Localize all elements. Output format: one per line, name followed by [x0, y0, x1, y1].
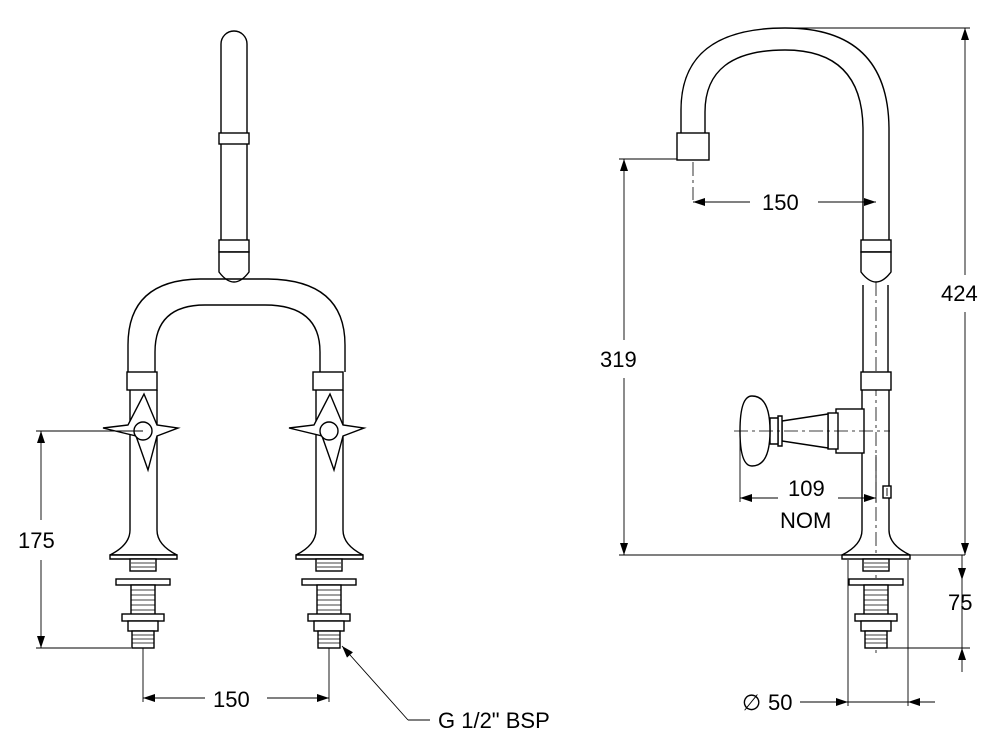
side-shank — [848, 558, 904, 649]
thread-callout: G 1/2" BSP — [341, 645, 550, 733]
side-dim-handle: 109 NOM — [740, 455, 877, 533]
front-left-thread — [131, 562, 155, 644]
side-dim-diameter-value: 50 — [768, 690, 792, 715]
side-valve-handle — [734, 395, 890, 502]
side-dim-diameter-symbol: ∅ — [742, 690, 761, 715]
side-shank-thread — [864, 562, 888, 644]
side-view: 150 319 424 109 NOM — [600, 27, 978, 715]
front-right-thread — [317, 562, 341, 644]
front-left-valve — [109, 371, 178, 560]
front-dim-height-label: 175 — [18, 528, 55, 553]
front-right-cross-handle — [288, 392, 367, 473]
side-dim-diameter: ∅ 50 — [742, 560, 935, 715]
side-dim-reach: 150 — [693, 190, 876, 215]
thread-callout-label: G 1/2" BSP — [438, 708, 550, 733]
front-left-shank — [115, 558, 171, 649]
side-dim-overall-height: 424 — [785, 27, 978, 555]
front-dim-height: 175 — [18, 430, 143, 649]
side-dim-shank-length-label: 75 — [948, 590, 972, 615]
side-spout-collar — [860, 239, 892, 283]
side-dim-overall-height-label: 424 — [941, 281, 978, 306]
side-dim-handle-unit: NOM — [780, 508, 831, 533]
front-dim-spacing: 150 — [142, 648, 330, 712]
side-dim-handle-value: 109 — [788, 476, 825, 501]
front-dim-spacing-label: 150 — [213, 687, 250, 712]
front-right-shank — [301, 558, 357, 649]
front-swivel-outlet — [218, 30, 250, 283]
front-view: 175 150 G 1/2" BSP — [18, 30, 550, 733]
front-right-valve — [295, 371, 364, 560]
side-dim-outlet-height-label: 319 — [600, 347, 637, 372]
side-dim-reach-label: 150 — [762, 190, 799, 215]
front-bridge-tube — [127, 278, 346, 372]
side-dim-shank-length: 75 — [880, 555, 972, 672]
side-dim-outlet-height: 319 — [600, 158, 965, 556]
front-left-cross-handle — [102, 392, 181, 473]
